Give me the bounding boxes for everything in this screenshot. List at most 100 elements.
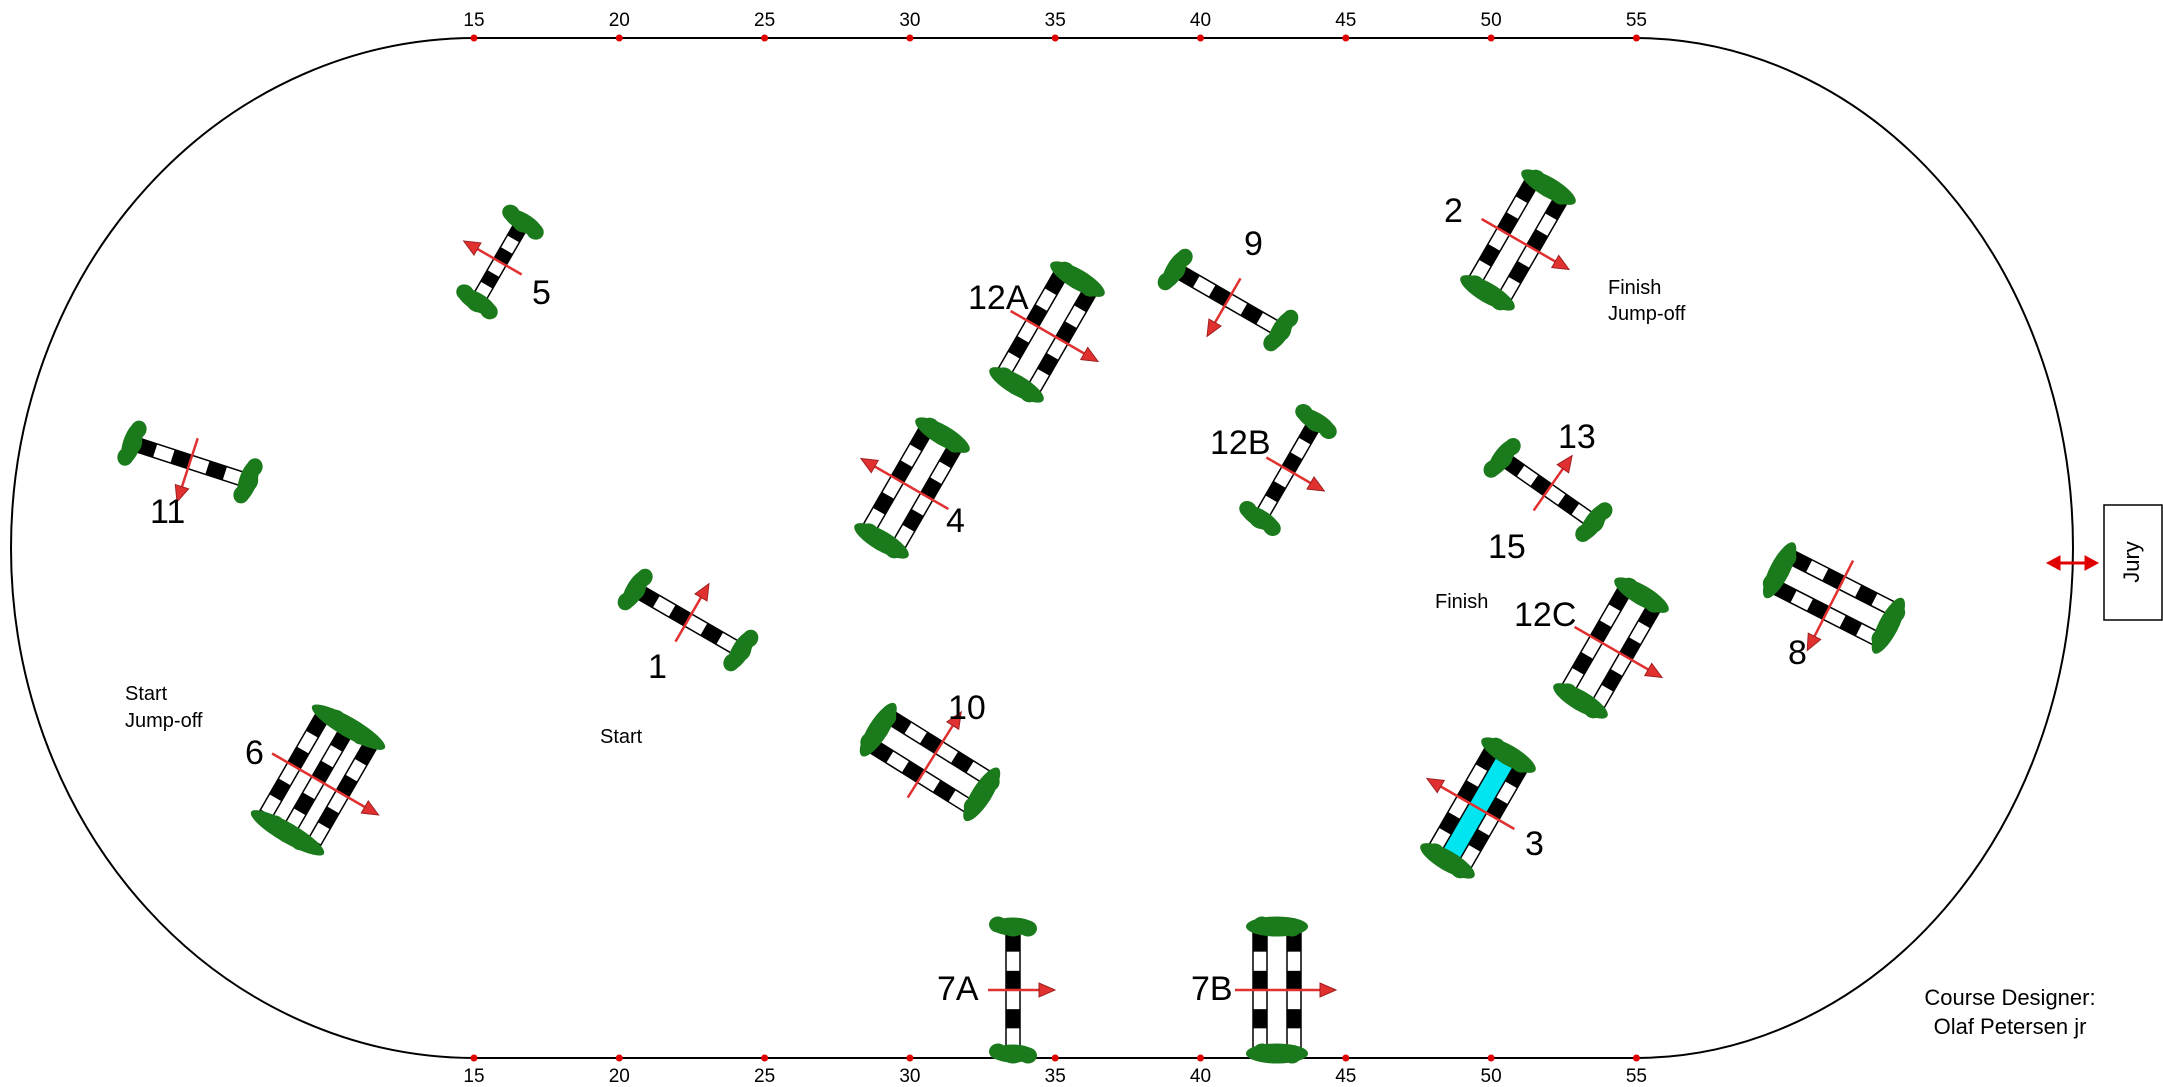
direction-arrow [1010, 309, 1100, 363]
ruler-tick-mark [615, 34, 623, 42]
ruler-tick-mark [1487, 1054, 1495, 1062]
direction-arrow [906, 710, 962, 799]
ruler-tick-mark [1051, 34, 1059, 42]
ruler-tick-label: 15 [463, 1066, 484, 1087]
direction-arrow [174, 437, 199, 504]
ruler-tick-label: 25 [754, 1066, 775, 1087]
fence-12a [989, 261, 1105, 403]
arena-outline [10, 37, 2074, 1059]
start-jumpoff-note-line2: Jump-off [125, 710, 203, 732]
ruler-tick-label: 55 [1626, 10, 1647, 31]
fence-label-2: 2 [1444, 192, 1463, 230]
fence-label-7a: 7A [937, 970, 979, 1008]
fence-label-11: 11 [150, 493, 185, 531]
fence-label-5: 5 [532, 274, 551, 312]
ruler-tick-label: 35 [1045, 1066, 1066, 1087]
fence-11 [117, 420, 263, 504]
ruler-tick-label: 40 [1190, 1066, 1211, 1087]
ruler-tick-mark [906, 34, 914, 42]
direction-arrow [674, 582, 710, 643]
fence-7a [988, 916, 1057, 1064]
fence-label-13: 13 [1558, 418, 1596, 456]
fence-label-4: 4 [946, 502, 965, 540]
fence-label-1: 1 [648, 648, 667, 686]
bush-wing [1295, 404, 1337, 439]
ruler-tick-label: 20 [609, 10, 630, 31]
fence-9 [1157, 248, 1299, 352]
fence-12c [1553, 577, 1669, 719]
bush-wing [1239, 501, 1281, 536]
bush-wing [233, 458, 263, 504]
fence-2 [1460, 169, 1576, 311]
fence-13-15 [1483, 438, 1613, 542]
ruler-tick-label: 40 [1190, 10, 1211, 31]
course-designer-title: Course Designer: [1924, 985, 2095, 1010]
direction-arrow [1206, 277, 1242, 338]
finish-jumpoff-note-line2: Jump-off [1608, 303, 1686, 325]
direction-arrow [1532, 454, 1573, 512]
ruler-tick-mark [1342, 34, 1350, 42]
fence-3 [1420, 737, 1536, 879]
direction-arrow [988, 982, 1057, 998]
ruler-tick-label: 50 [1481, 10, 1502, 31]
fences-layer [117, 169, 1906, 1064]
fence-10 [859, 702, 1001, 822]
ruler-tick-label: 25 [754, 10, 775, 31]
finish-jumpoff-note-line1: Finish [1608, 277, 1661, 299]
direction-arrow [1425, 777, 1515, 831]
bush-wing [723, 629, 759, 672]
fence-8 [1762, 542, 1906, 654]
direction-arrow [1806, 560, 1855, 652]
direction-arrow [859, 457, 949, 511]
ruler-tick-mark [470, 34, 478, 42]
jury-arrow [2045, 555, 2100, 571]
fence-1 [617, 568, 759, 672]
ruler-tick-mark [761, 1054, 769, 1062]
bush-wing [617, 568, 653, 611]
ruler-tick-mark [761, 34, 769, 42]
ruler-tick-mark [1632, 1054, 1640, 1062]
fence-4 [854, 417, 970, 559]
fence-label-3: 3 [1525, 825, 1544, 863]
fence-5 [456, 204, 544, 320]
ruler-tick-mark [906, 1054, 914, 1062]
ruler-tick-mark [1051, 1054, 1059, 1062]
ruler-tick-mark [1487, 34, 1495, 42]
direction-arrow [271, 752, 380, 816]
start-note: Start [600, 726, 643, 748]
start-jumpoff-note-line1: Start [125, 683, 168, 705]
direction-arrow [462, 240, 523, 276]
direction-arrow [1481, 217, 1571, 271]
fence-label-15: 15 [1488, 528, 1526, 566]
ruler-tick-label: 30 [899, 1066, 920, 1087]
ruler-tick-label: 45 [1335, 10, 1356, 31]
bush-wing [1575, 502, 1613, 542]
fence-6 [250, 704, 386, 856]
fence-label-12c: 12C [1514, 596, 1576, 634]
direction-arrow [1574, 625, 1664, 679]
fence-12b [1239, 404, 1337, 536]
ruler-top: 15 20 25 30 35 40 45 50 55 [463, 10, 1647, 42]
fence-label-6: 6 [245, 734, 264, 772]
finish-note: Finish [1435, 591, 1488, 613]
ruler-tick-label: 30 [899, 10, 920, 31]
ruler-tick-mark [470, 1054, 478, 1062]
bush-wing [456, 284, 498, 320]
bush-wing [989, 916, 1037, 937]
direction-arrow [1235, 982, 1338, 998]
bush-wing [1157, 248, 1193, 291]
jury-box: Jury [2103, 504, 2163, 621]
ruler-tick-label: 15 [463, 10, 484, 31]
ruler-tick-mark [1632, 34, 1640, 42]
ruler-tick-mark [615, 1054, 623, 1062]
ruler-tick-label: 55 [1626, 1066, 1647, 1087]
fence-label-9: 9 [1244, 225, 1263, 263]
ruler-tick-mark [1342, 1054, 1350, 1062]
bush-wing [502, 204, 544, 240]
course-designer-name: Olaf Petersen jr [1934, 1014, 2087, 1039]
ruler-tick-label: 35 [1045, 10, 1066, 31]
bush-wing [1483, 438, 1521, 478]
ruler-tick-label: 50 [1481, 1066, 1502, 1087]
jury-label: Jury [2119, 541, 2144, 583]
